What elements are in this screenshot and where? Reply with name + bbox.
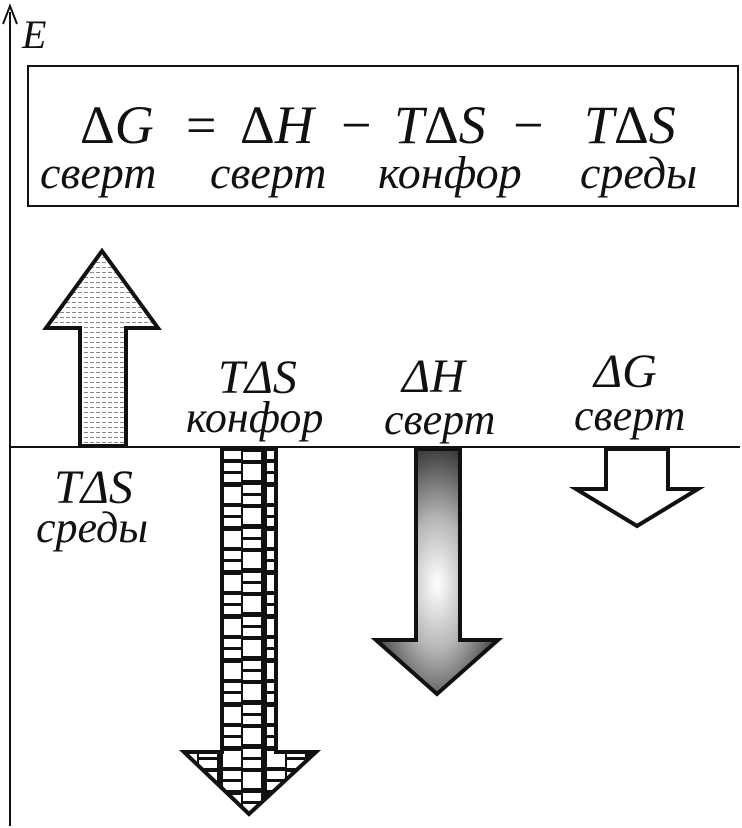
- svg-text:ΔH: ΔH: [400, 350, 467, 403]
- axis-label: E: [21, 12, 46, 57]
- svg-text:ΔG: ΔG: [592, 345, 657, 398]
- conf-entropy-down-arrow: [179, 447, 322, 817]
- env-entropy-label: TΔS среды: [36, 461, 148, 552]
- equation-subscripts: сверт сверт конфор среды: [40, 147, 697, 198]
- gibbs-label: ΔG сверт: [574, 345, 685, 440]
- svg-text:сверт: сверт: [574, 391, 685, 440]
- svg-text:TΔS: TΔS: [54, 461, 133, 514]
- svg-text:TΔS: TΔS: [394, 95, 486, 155]
- gibbs-down-arrow: [568, 447, 706, 529]
- enthalpy-down-arrow: [370, 447, 504, 697]
- equation-box: ΔG = ΔH − TΔS − TΔS сверт сверт конфор с…: [27, 65, 739, 207]
- conf-entropy-label: TΔS конфор: [186, 351, 323, 442]
- equation-main-line: ΔG = ΔH − TΔS − TΔS: [80, 95, 676, 155]
- svg-text:−: −: [513, 95, 543, 155]
- svg-text:TΔS: TΔS: [584, 95, 676, 155]
- subscript-s-conf: конфор: [378, 147, 522, 198]
- svg-text:=: =: [186, 95, 216, 155]
- subscript-s-env: среды: [580, 147, 697, 198]
- svg-text:среды: среды: [36, 503, 148, 552]
- enthalpy-label: ΔH сверт: [384, 350, 495, 444]
- svg-text:конфор: конфор: [186, 393, 323, 442]
- svg-text:сверт: сверт: [384, 395, 495, 444]
- svg-text:ΔH: ΔH: [240, 95, 317, 155]
- svg-text:ΔG: ΔG: [80, 95, 154, 155]
- env-entropy-up-arrow: [42, 247, 162, 448]
- subscript-g: сверт: [40, 147, 156, 198]
- axis-arrowhead-icon: [2, 3, 18, 25]
- svg-text:TΔS: TΔS: [218, 351, 297, 404]
- svg-text:−: −: [341, 95, 371, 155]
- subscript-h: сверт: [210, 147, 326, 198]
